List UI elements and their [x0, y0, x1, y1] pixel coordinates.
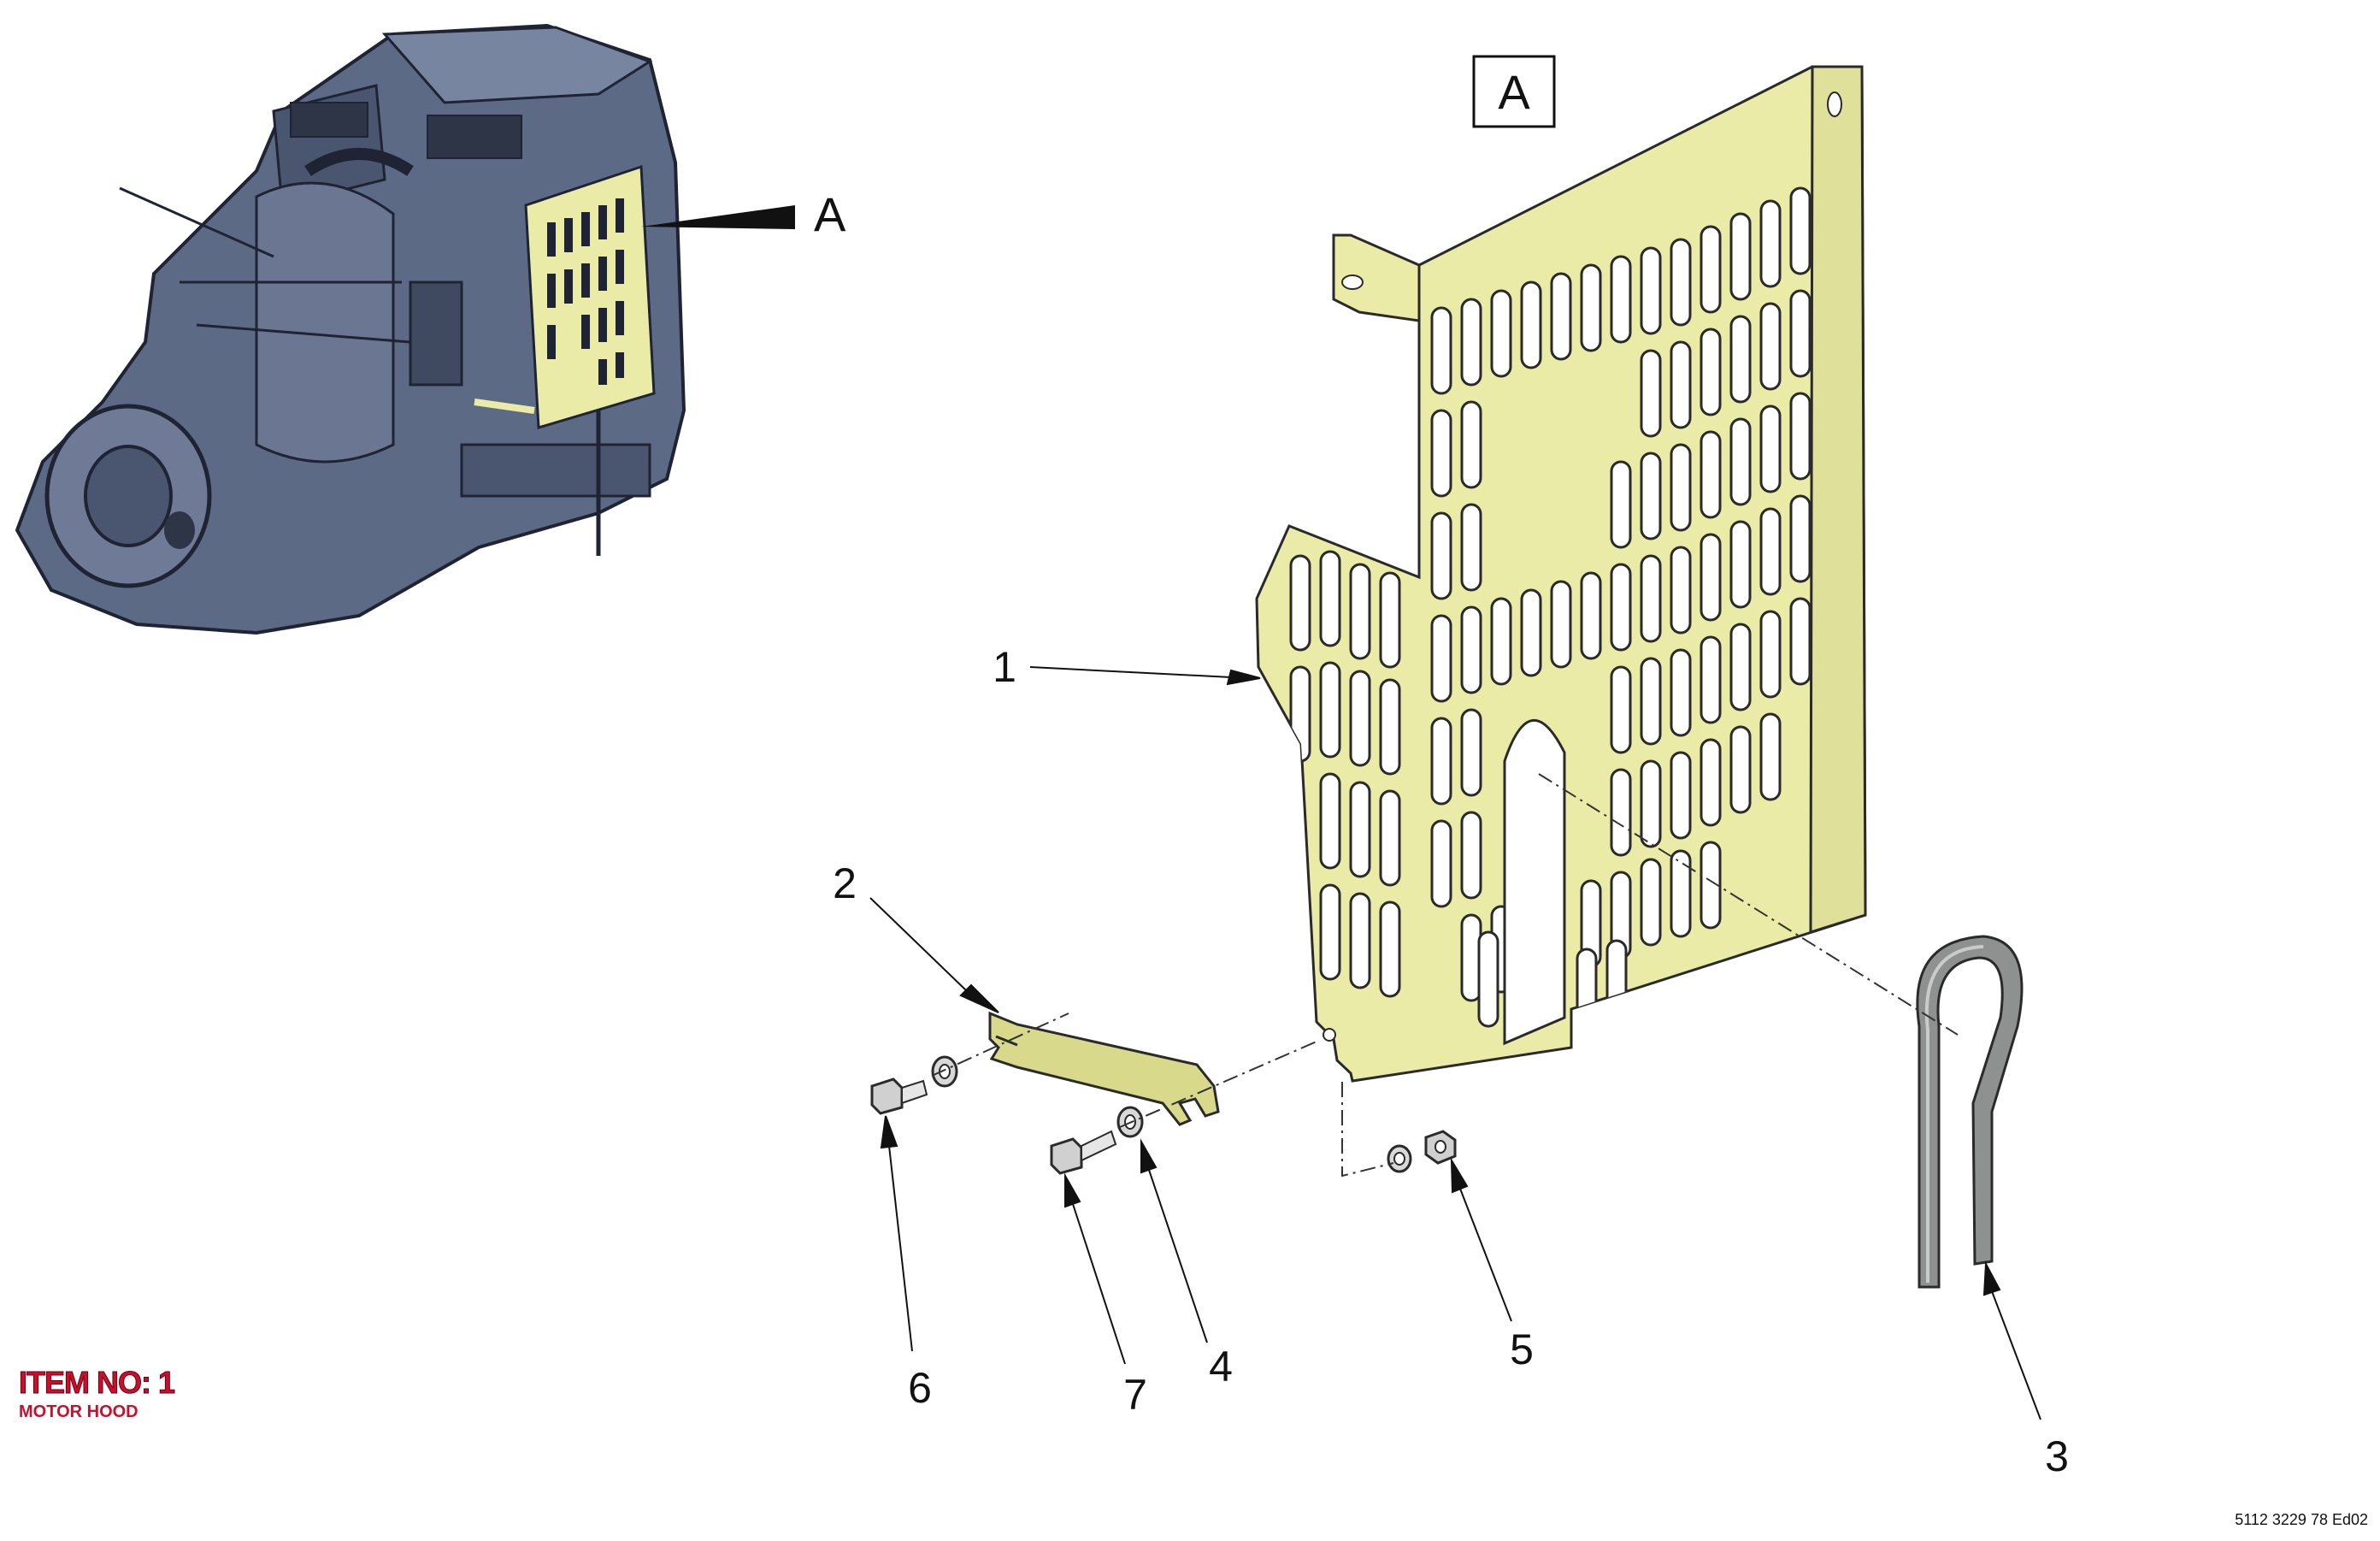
nut-5: [1424, 1130, 1457, 1165]
item-number: ITEM NO: 1: [18, 1365, 175, 1400]
document-reference: 5112 3229 78 Ed02: [2235, 1511, 2368, 1528]
washer-6: [931, 1055, 958, 1088]
callout-7: 7: [1123, 1371, 1147, 1419]
engine-illustration: [15, 23, 686, 635]
callout-2: 2: [833, 859, 857, 907]
washer-5: [1387, 1144, 1412, 1173]
callout-6: 6: [908, 1364, 932, 1412]
callout-1: 1: [993, 643, 1016, 691]
view-label-box: [1472, 55, 1556, 128]
engine-callout-pointer: [641, 205, 795, 229]
callout-3: 3: [2045, 1432, 2069, 1480]
callout-4: 4: [1209, 1343, 1233, 1390]
bracket-part: [988, 1011, 1220, 1126]
motor-hood-panel: [1255, 65, 1867, 1083]
callout-5: 5: [1510, 1325, 1534, 1373]
bolt-6: [870, 1078, 928, 1115]
callout-leaders: [869, 666, 2041, 1420]
item-name: MOTOR HOOD: [19, 1402, 138, 1421]
loop-clip-part: [1916, 935, 2024, 1289]
engine-callout-label: A: [814, 187, 846, 241]
bolt-7: [1050, 1130, 1117, 1175]
assembly-lines: [931, 773, 1959, 1178]
view-label: A: [1498, 65, 1530, 119]
